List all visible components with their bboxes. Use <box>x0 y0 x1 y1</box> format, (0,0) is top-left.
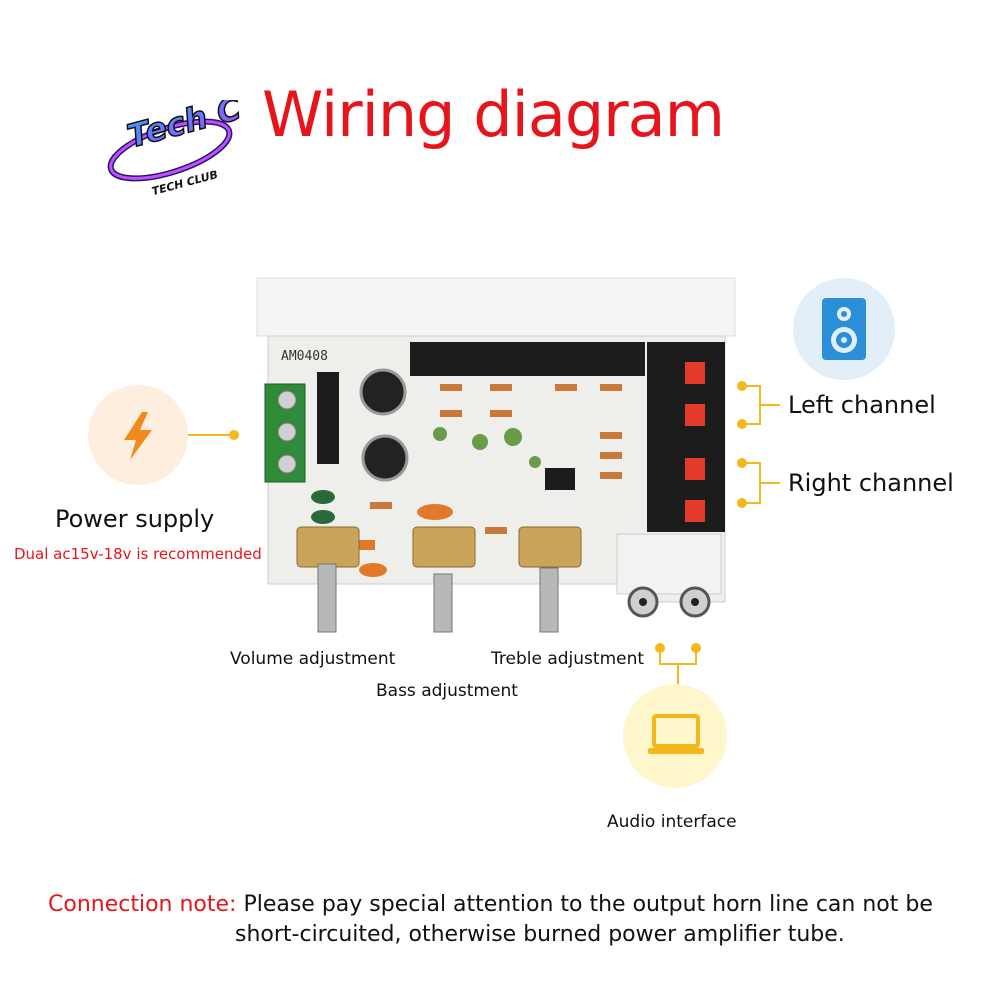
audio-icon-circle <box>623 684 727 788</box>
heatsink <box>256 277 736 337</box>
lightning-icon <box>124 412 152 460</box>
connection-note-line1: Please pay special attention to the outp… <box>243 892 933 917</box>
preamp-ic <box>545 468 575 490</box>
audio-dot-right <box>691 643 701 653</box>
speaker-icon <box>822 298 866 360</box>
power-supply-note: Dual ac15v-18v is recommended <box>14 545 262 563</box>
power-supply-label: Power supply <box>55 505 215 533</box>
power-connector-dot <box>229 430 239 440</box>
right-channel-label: Right channel <box>788 469 954 497</box>
connection-note-prefix: Connection note: <box>48 892 237 917</box>
volume-adjustment-label: Volume adjustment <box>230 649 396 669</box>
left-channel-dot-bottom <box>737 419 747 429</box>
treble-adjustment-label: Treble adjustment <box>491 649 645 669</box>
right-channel-dot-bottom <box>737 498 747 508</box>
capacitor-2 <box>361 434 409 482</box>
pots <box>296 526 582 633</box>
audio-interface-label: Audio interface <box>607 812 737 832</box>
audio-dot-left <box>655 643 665 653</box>
silkscreen-text: AM0408 <box>281 349 328 364</box>
rca-block <box>616 533 722 595</box>
left-channel-dot-top <box>737 381 747 391</box>
bridge-rectifier <box>317 372 339 464</box>
left-channel-label: Left channel <box>788 391 936 419</box>
bass-adjustment-label: Bass adjustment <box>376 681 518 701</box>
laptop-icon <box>648 714 704 754</box>
page-title: Wiring diagram <box>262 78 725 151</box>
amp-ic <box>410 342 645 376</box>
amplifier-board: AM0408 <box>256 277 736 633</box>
connection-note: Connection note: Please pay special atte… <box>48 890 948 950</box>
right-channel-dot-top <box>737 458 747 468</box>
capacitor-1 <box>359 368 407 416</box>
tech-club-logo: Tech Club TECH CLUB <box>107 100 240 198</box>
connection-note-line2: short-circuited, otherwise burned power … <box>235 922 845 947</box>
